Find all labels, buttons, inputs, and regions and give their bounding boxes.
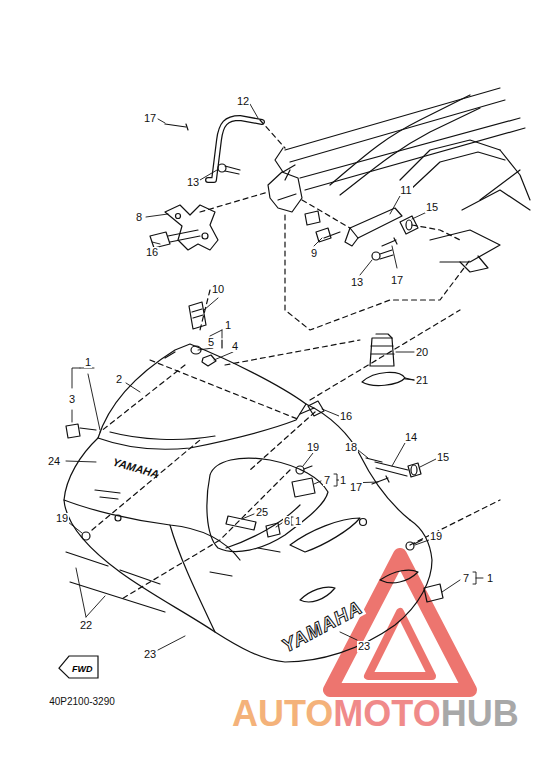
diagram-code: 40P2100-3290 [48, 697, 116, 707]
watermark: AUTOMOTOHUB [232, 696, 519, 732]
direction-arrow: FWD [58, 655, 99, 679]
callout-number: 17 [390, 275, 404, 286]
callout-number: 23 [357, 641, 371, 652]
callout-number: 20 [415, 347, 429, 358]
callout-number: 12 [236, 96, 250, 107]
callout-number: 1 [339, 475, 347, 486]
brand-decal: YAMAHA [111, 456, 162, 480]
callout-number: 1 [84, 357, 92, 368]
callout-number: 13 [350, 277, 364, 288]
frame [275, 88, 530, 272]
callout-number: 2 [115, 374, 123, 385]
callout-number: 7 [462, 573, 470, 584]
watermark-text: HUB [441, 693, 519, 734]
callout-number: 5 [207, 337, 215, 348]
callout-number: 1 [486, 573, 494, 584]
callout-number: 6 [283, 516, 291, 527]
callout-number: 17 [143, 113, 157, 124]
callout-number: 19 [55, 513, 69, 524]
direction-text: FWD [72, 664, 93, 674]
callout-number: 18 [344, 442, 358, 453]
callout-number: 11 [399, 185, 412, 196]
watermark-text: AUTO [232, 693, 333, 734]
callout-number: 9 [310, 248, 318, 259]
callout-number: 16 [145, 247, 159, 258]
callout-number: 21 [415, 375, 429, 386]
callout-number: 19 [429, 531, 443, 542]
callout-number: 13 [186, 177, 200, 188]
callout-number: 19 [306, 442, 320, 453]
callout-number: 1 [294, 516, 302, 527]
callout-number: 8 [135, 212, 143, 223]
callout-number: 24 [47, 456, 61, 467]
callout-number: 25 [255, 507, 269, 518]
callout-number: 22 [79, 620, 93, 631]
callout-number: 17 [349, 482, 363, 493]
callout-number: 4 [231, 341, 239, 352]
watermark-logo [330, 555, 470, 690]
callout-number: 3 [68, 394, 76, 405]
callout-number: 14 [404, 432, 418, 443]
callout-number: 1 [224, 320, 232, 331]
callout-number: 10 [211, 284, 225, 295]
watermark-text: MOTO [333, 693, 440, 734]
callout-number: 16 [339, 411, 353, 422]
callout-number: 15 [436, 452, 450, 463]
callout-number: 7 [323, 475, 331, 486]
callout-number: 15 [425, 202, 439, 213]
callout-number: 23 [143, 649, 157, 660]
